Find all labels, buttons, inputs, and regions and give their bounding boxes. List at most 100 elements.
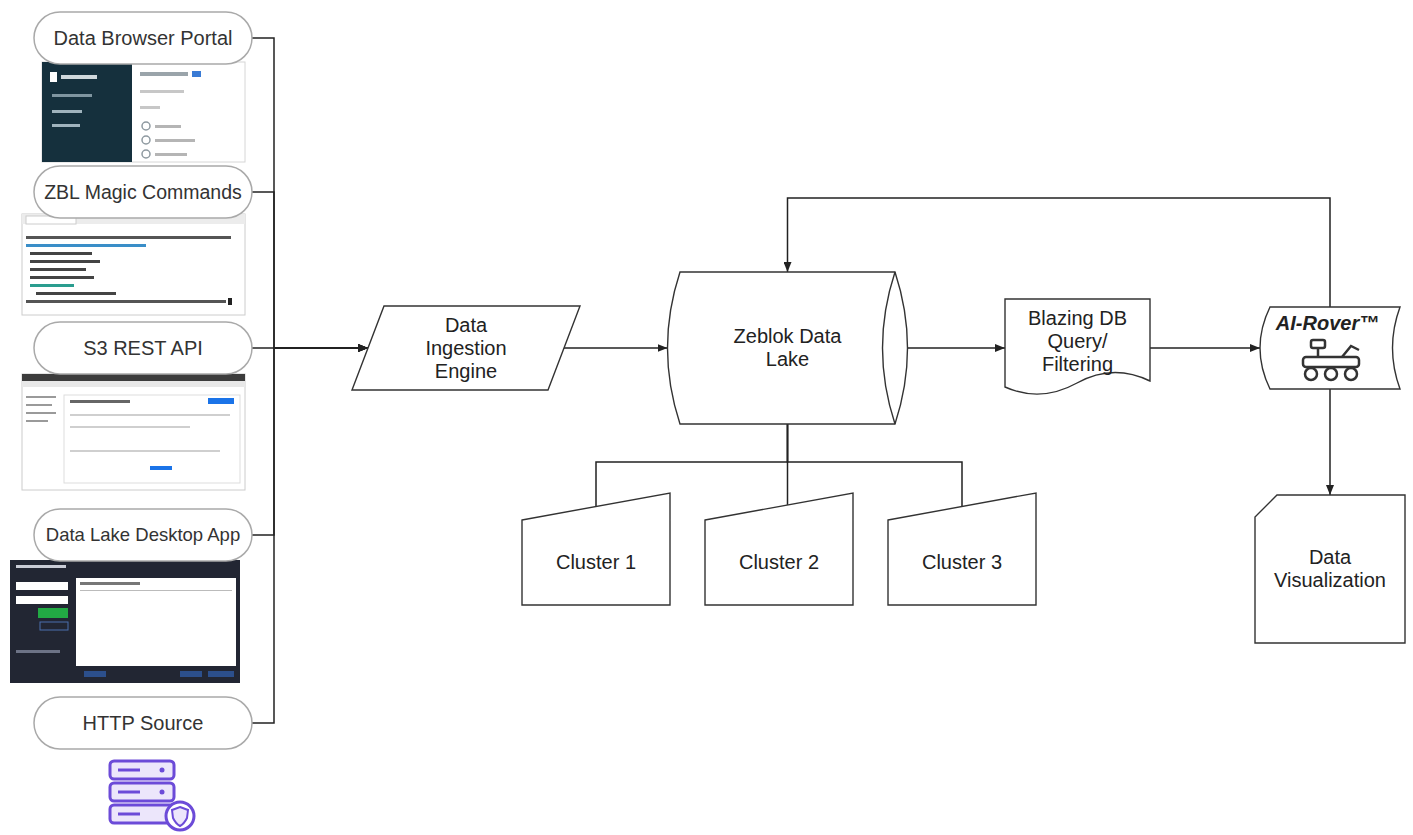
- source-label: Data Browser Portal: [54, 27, 233, 50]
- source-pill: S3 REST API: [34, 322, 252, 374]
- storage-label: Zeblok Data Lake: [733, 325, 843, 371]
- terminal-screenshot-part: [30, 284, 74, 287]
- tree-line: [596, 424, 788, 507]
- s3-console-screenshot-part: [208, 398, 234, 404]
- portal-screenshot-part: [140, 106, 160, 109]
- portal-screenshot-part: [155, 125, 181, 128]
- desktop-app-screenshot-part: [80, 582, 140, 585]
- terminal-screenshot-part: [30, 260, 100, 263]
- source-label: ZBL Magic Commands: [44, 181, 242, 203]
- ingestion-parallelogram: Data Ingestion Engine: [352, 306, 580, 390]
- flow-arrow: [1329, 389, 1331, 495]
- flow-arrow: [908, 347, 1006, 349]
- cluster-label: Cluster 2: [739, 551, 819, 574]
- terminal-screenshot-part: [30, 268, 86, 271]
- s3-console-screenshot-part: [22, 381, 245, 387]
- server-icon-part: [110, 805, 174, 823]
- rover-icon-part: [1325, 368, 1337, 380]
- s3-console-screenshot-part: [70, 426, 190, 428]
- desktop-app-screenshot-part: [16, 582, 68, 590]
- portal-screenshot-part: [155, 153, 187, 156]
- portal-screenshot-part: [140, 72, 188, 76]
- s3-console-screenshot-part: [26, 396, 56, 398]
- manual-input-shape-border: [888, 493, 1036, 605]
- portal-screenshot-part: [142, 136, 150, 144]
- source-pill: HTTP Source: [34, 697, 252, 749]
- portal-screenshot-part: [52, 124, 80, 127]
- desktop-app-screenshot-part: [10, 560, 240, 683]
- s3-console-screenshot-part: [150, 466, 172, 470]
- desktop-app-screenshot-part: [80, 590, 232, 591]
- document-shape: Blazing DB Query/ Filtering: [1005, 299, 1150, 397]
- server-icon-part: [160, 790, 165, 795]
- server-icon-part: [110, 783, 174, 801]
- flow-arrow: [564, 347, 668, 349]
- portal-screenshot-part: [52, 94, 92, 97]
- process-label: Data Ingestion Engine: [416, 314, 516, 383]
- terminal-screenshot-part: [26, 244, 146, 247]
- source-pill-border: [34, 166, 252, 218]
- card-shape: Data Visualization: [1255, 495, 1405, 643]
- desktop-app-screenshot-part: [40, 622, 68, 630]
- desktop-app-screenshot-part: [208, 671, 234, 677]
- manual-input-shape-border: [522, 493, 670, 605]
- product-name: AI-Rover™: [1276, 312, 1379, 335]
- storage-cylinder: Zeblok Data Lake: [660, 272, 915, 424]
- s3-console-screenshot-part: [26, 404, 52, 406]
- desktop-app-screenshot-part: [16, 650, 60, 653]
- s3-console-screenshot-part: [64, 395, 240, 483]
- terminal-screenshot-part: [36, 292, 116, 295]
- desktop-app-screenshot: [10, 560, 240, 683]
- manual-input-shape: Cluster 2: [705, 493, 853, 605]
- output-label: Data Visualization: [1265, 546, 1395, 592]
- portal-screenshot-part: [42, 62, 132, 162]
- manual-input-shape-outline: [888, 493, 1036, 605]
- cluster-label: Cluster 1: [556, 551, 636, 574]
- source-pill-border: [34, 509, 252, 561]
- manual-input-shape: Cluster 3: [888, 493, 1036, 605]
- manual-input-shape-outline: [705, 493, 853, 605]
- rover-icon-part: [1342, 346, 1359, 357]
- server-icon-part: [166, 802, 194, 830]
- source-pill-border: [34, 697, 252, 749]
- portal-screenshot-part: [140, 90, 184, 93]
- server-icon-part: [118, 791, 140, 794]
- flow-arrow: [1150, 347, 1260, 349]
- manual-input-shape-border: [705, 493, 853, 605]
- manual-input-shape-outline: [522, 493, 670, 605]
- card-shape-border: [1255, 495, 1405, 643]
- source-pill: Data Browser Portal: [34, 12, 252, 64]
- cluster-label: Cluster 3: [922, 551, 1002, 574]
- desktop-app-screenshot-part: [180, 671, 202, 677]
- terminal-screenshot-part: [22, 214, 245, 315]
- portal-screenshot-part: [50, 72, 57, 82]
- terminal-screenshot-part: [30, 252, 92, 255]
- s3-console-screenshot-part: [26, 420, 48, 422]
- server-icon-part: [110, 761, 174, 779]
- rover-icon: [1303, 340, 1359, 380]
- server-icon-part: [118, 813, 140, 816]
- s3-console-screenshot-part: [70, 400, 130, 403]
- s3-console-screenshot-part: [70, 414, 230, 416]
- source-pill-border: [34, 322, 252, 374]
- storage-cylinder-border: [883, 272, 896, 424]
- desktop-app-screenshot-part: [76, 578, 236, 666]
- portal-screenshot-part: [155, 139, 195, 142]
- rover-icon-part: [1345, 368, 1357, 380]
- server-icon-part: [172, 807, 188, 826]
- s3-console-screenshot: [22, 374, 245, 490]
- source-label: Data Lake Desktop App: [46, 524, 240, 545]
- flow-arrow: [252, 348, 368, 723]
- desktop-app-screenshot-part: [16, 596, 68, 604]
- terminal-screenshot-part: [228, 298, 232, 305]
- server-icon-part: [118, 769, 140, 772]
- terminal-screenshot-part: [30, 276, 94, 279]
- desktop-app-screenshot-part: [16, 565, 66, 568]
- document-shape-border: [1005, 299, 1150, 394]
- source-label: S3 REST API: [83, 337, 203, 360]
- s3-console-screenshot-part: [22, 374, 245, 381]
- source-label: HTTP Source: [83, 712, 204, 735]
- portal-screenshot: [42, 62, 245, 162]
- desktop-app-screenshot-part: [84, 671, 106, 677]
